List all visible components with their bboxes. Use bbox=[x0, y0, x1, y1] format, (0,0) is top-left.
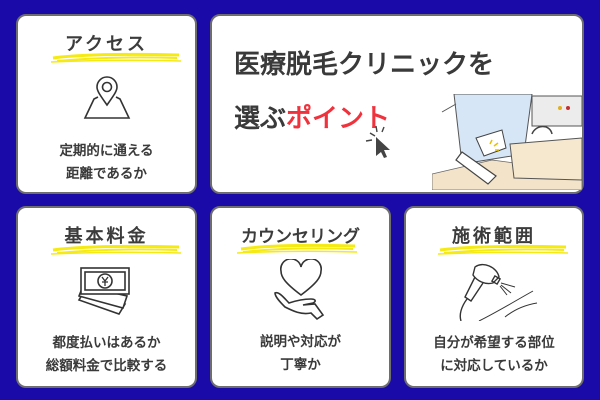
yellow-highlight bbox=[236, 243, 357, 254]
card-title: アクセス bbox=[50, 30, 181, 63]
yellow-highlight bbox=[50, 244, 181, 255]
map-pin-icon bbox=[82, 68, 132, 130]
yellow-highlight bbox=[438, 244, 568, 255]
card-counseling: カウンセリング 説明や対応が 丁寧か bbox=[210, 206, 391, 388]
clinic-treatment-illustration bbox=[432, 94, 582, 190]
headline-card: 医療脱毛クリニックを 選ぶポイント bbox=[210, 14, 584, 194]
page-title: 医療脱毛クリニックを 選ぶポイント bbox=[234, 50, 495, 134]
yellow-highlight bbox=[50, 52, 181, 63]
card-description: 定期的に通える 距離であるか bbox=[59, 143, 154, 182]
card-basic-fee: 基本料金 都度払いはあるか 総額料金で比較する bbox=[16, 206, 197, 388]
card-description: 説明や対応が 丁寧か bbox=[260, 334, 341, 373]
laser-device-icon bbox=[449, 260, 539, 322]
card-description: 自分が希望する部位 に対応しているか bbox=[433, 335, 555, 374]
card-treatment-area: 施術範囲 自分が希望する部位 に対応しているか bbox=[404, 206, 584, 388]
card-description: 都度払いはあるか 総額料金で比較する bbox=[45, 335, 168, 374]
heart-in-hand-icon bbox=[271, 259, 331, 321]
card-title: カウンセリング bbox=[236, 222, 360, 254]
card-access: アクセス 定期的に通える 距離であるか bbox=[16, 14, 197, 194]
card-title: 基本料金 bbox=[50, 222, 181, 255]
cursor-click-icon bbox=[365, 125, 390, 158]
yen-banknotes-icon bbox=[75, 260, 139, 322]
card-title: 施術範囲 bbox=[438, 222, 568, 255]
